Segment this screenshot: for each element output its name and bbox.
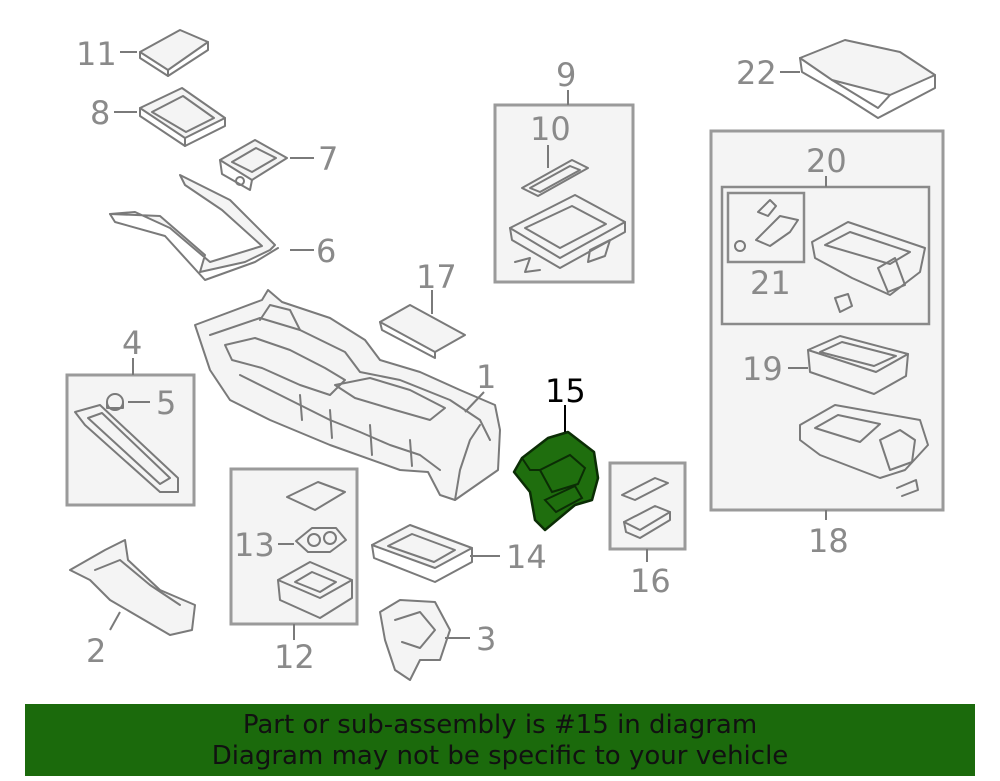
callout-11: 11 <box>76 35 117 73</box>
part-22-armrest <box>799 39 936 119</box>
callout-15: 15 <box>545 372 586 410</box>
callout-10: 10 <box>530 110 571 148</box>
part-9-bracket <box>509 194 626 273</box>
callout-16: 16 <box>630 562 671 600</box>
part-15-rear-bezel <box>512 430 600 532</box>
callout-8: 8 <box>90 94 110 132</box>
part-16-insert <box>621 477 671 539</box>
part-17-pad <box>379 304 466 359</box>
banner-line-1: Part or sub-assembly is #15 in diagram <box>242 710 758 740</box>
callout-9: 9 <box>556 56 576 94</box>
callout-4: 4 <box>122 324 142 362</box>
part-8-tray <box>139 87 226 147</box>
part-3-support <box>379 599 451 681</box>
part-10-cover <box>521 159 589 197</box>
callout-2: 2 <box>86 632 106 670</box>
callout-3: 3 <box>476 620 496 658</box>
group-box-16 <box>608 461 687 551</box>
callout-14: 14 <box>506 538 547 576</box>
callout-5: 5 <box>156 384 176 422</box>
callout-13: 13 <box>234 526 275 564</box>
part-6-trim <box>109 174 279 281</box>
callout-7: 7 <box>318 140 338 178</box>
callout-6: 6 <box>316 232 336 270</box>
part-18-box <box>799 404 929 497</box>
callout-19: 19 <box>742 350 783 388</box>
part-12-lid <box>286 481 346 511</box>
callout-22: 22 <box>736 54 777 92</box>
notice-banner: Part or sub-assembly is #15 in diagram D… <box>25 704 975 776</box>
part-2-bracket <box>69 539 196 636</box>
part-12-holder <box>277 561 353 619</box>
part-13-ring <box>295 527 347 553</box>
callout-18: 18 <box>808 522 849 560</box>
callout-21: 21 <box>750 264 791 302</box>
part-7-insert <box>219 139 288 191</box>
part-19-bin <box>807 335 909 395</box>
callout-17: 17 <box>416 258 457 296</box>
leader-lines <box>109 51 827 640</box>
banner-line-2: Diagram may not be specific to your vehi… <box>211 741 789 771</box>
callout-1: 1 <box>476 358 496 396</box>
callout-labels: 11 8 7 6 9 10 17 22 20 21 19 18 4 5 1 15… <box>76 35 849 676</box>
part-20-hinge <box>811 221 926 313</box>
callout-12: 12 <box>274 638 315 676</box>
part-5-clip <box>106 393 124 411</box>
part-11-lid <box>139 29 209 77</box>
part-4-panel <box>74 404 179 493</box>
part-21-clip <box>734 199 799 252</box>
part-1-console <box>194 289 501 501</box>
callout-20: 20 <box>806 142 847 180</box>
part-14-tray <box>371 524 473 583</box>
